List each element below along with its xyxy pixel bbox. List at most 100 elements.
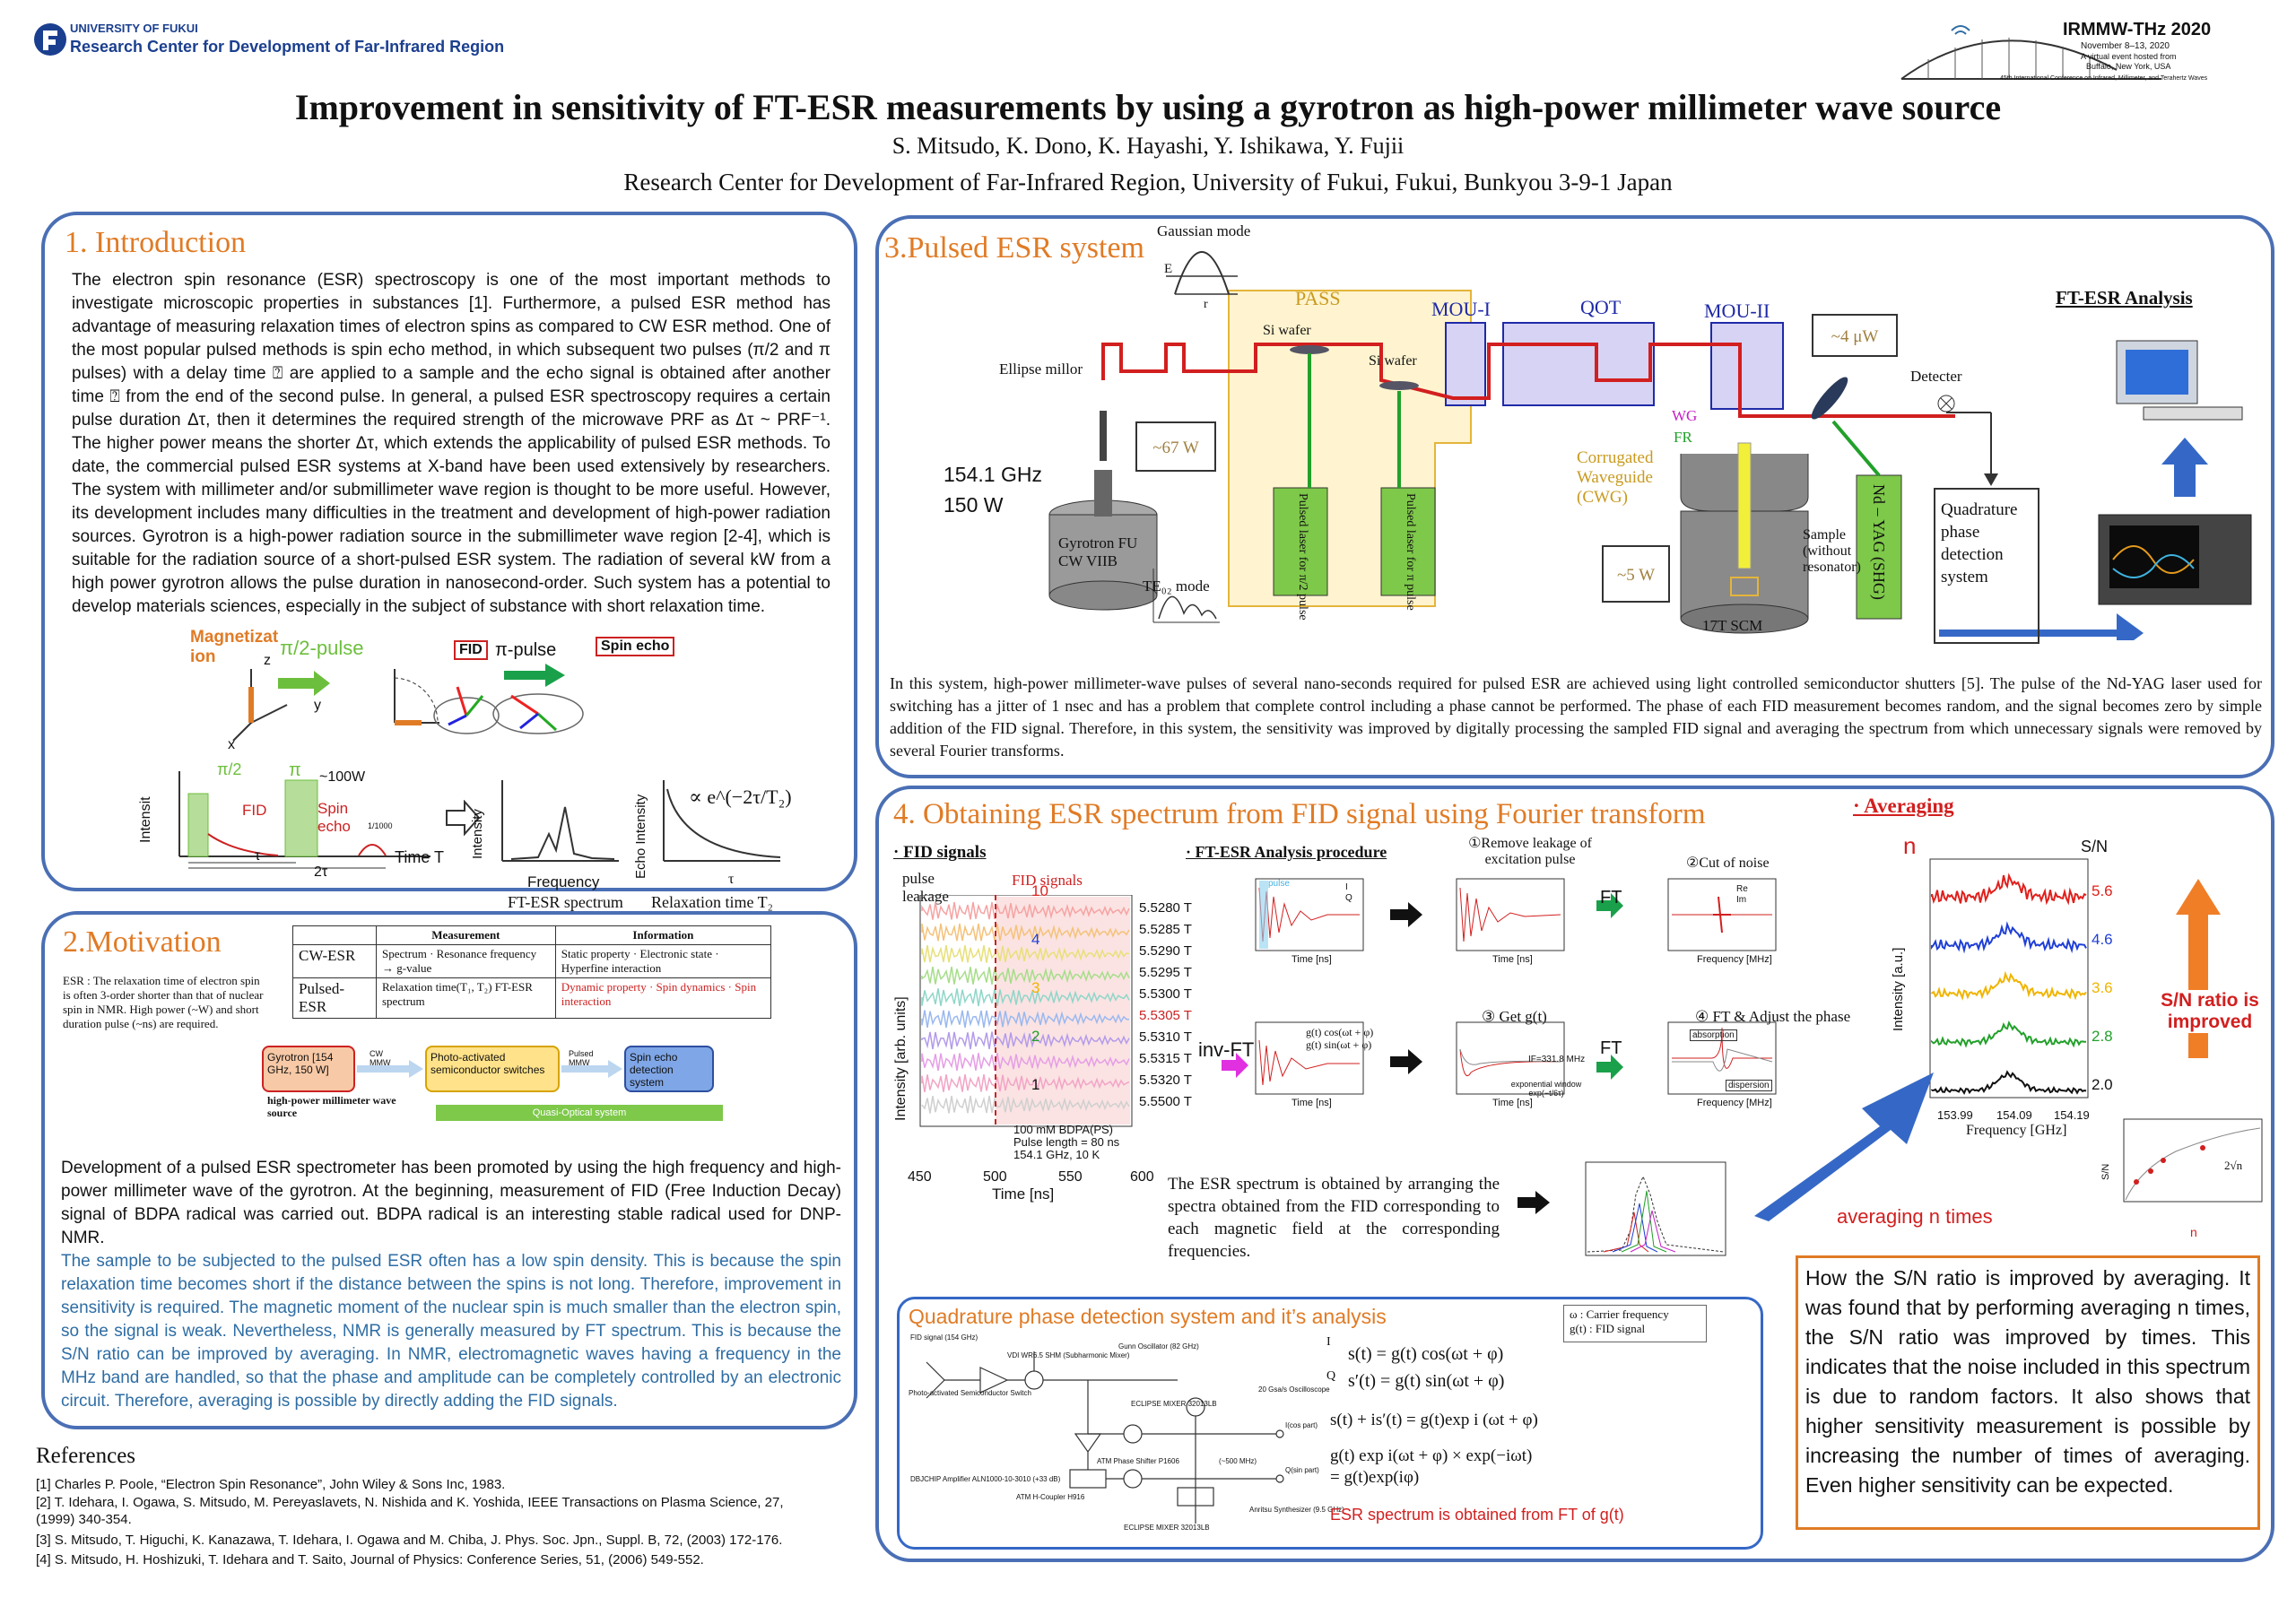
spectrum-trace bbox=[1931, 873, 2087, 906]
conf-name: IRMMW-THz 2020 bbox=[2063, 20, 2212, 39]
mini-time-2: Time [ns] bbox=[1492, 954, 1533, 965]
legend-carrier: ω : Carrier frequency bbox=[1570, 1307, 1669, 1321]
improved-label: S/N ratio is improved bbox=[2151, 990, 2269, 1033]
field-label: 5.5300 T bbox=[1139, 986, 1192, 1002]
motivation-panel: 2.Motivation ESR : The relaxation time o… bbox=[41, 911, 857, 1429]
fid-trace bbox=[921, 966, 1130, 985]
row-name: Pulsed-ESR bbox=[292, 977, 377, 1019]
intensity-label: Intensit bbox=[138, 796, 153, 843]
poster-title: Improvement in sensitivity of FT-ESR mea… bbox=[294, 87, 2002, 127]
circuit-label: ATM H-Coupler H916 bbox=[1016, 1493, 1085, 1501]
power-label: ~100W bbox=[319, 769, 366, 785]
avg-xlabel: Frequency [GHz] bbox=[1966, 1123, 2067, 1138]
fid-trace bbox=[921, 923, 1130, 942]
fid-trace bbox=[921, 1053, 1130, 1072]
r-axis-label: r bbox=[1204, 298, 1208, 311]
sn-value: 3.6 bbox=[2092, 979, 2113, 996]
field-label: 5.5320 T bbox=[1139, 1073, 1192, 1088]
quadrature-result: ESR spectrum is obtained from FT of g(t) bbox=[1330, 1506, 1624, 1524]
obtaining-panel: 4. Obtaining ESR spectrum from FID signa… bbox=[875, 786, 2274, 1562]
fr-label: FR bbox=[1674, 429, 1692, 446]
small-x-label: n bbox=[2190, 1225, 2197, 1239]
conf-dates: November 8–13, 2020 bbox=[2081, 41, 2170, 51]
n-label: 1 bbox=[1031, 1076, 1040, 1093]
avg-n-times-label: averaging n times bbox=[1837, 1205, 1993, 1228]
conf-line3: Buffalo, New York, USA bbox=[2086, 62, 2171, 71]
sample-label: Sample (without resonator) bbox=[1803, 527, 1861, 575]
intro-panel: 1. Introduction The electron spin resona… bbox=[41, 212, 857, 911]
pulse-length: Pulse length = 80 ns bbox=[1013, 1135, 1120, 1149]
table-row: Pulsed-ESR Relaxation time(T₁, T₂) FT-ES… bbox=[292, 977, 772, 1019]
flow-quasi: Quasi-Optical system bbox=[436, 1105, 723, 1121]
fid-signals-heading: · FID signals bbox=[893, 843, 987, 862]
fid-ylabel: Intensity [arb. units] bbox=[893, 996, 909, 1121]
spectrum-trace bbox=[1931, 970, 2087, 1001]
reference-item: [4] S. Mitsudo, H. Hoshizuki, T. Idehara… bbox=[36, 1552, 704, 1568]
mini-freq-1: Frequency [MHz] bbox=[1697, 954, 1772, 965]
mini-gcos: g(t) cos(ωt + φ) bbox=[1306, 1026, 1374, 1038]
avg-big-arrow bbox=[1745, 1064, 1943, 1225]
gyrotron-label: Gyrotron FU CW VIIB bbox=[1058, 534, 1138, 569]
flow-gyrotron: Gyrotron [154 GHz, 150 W] bbox=[262, 1046, 355, 1092]
row-name: CW-ESR bbox=[292, 944, 377, 978]
field-label: 5.5295 T bbox=[1139, 965, 1192, 980]
p4-box: ~4 μW bbox=[1812, 314, 1898, 357]
esr-setup-diagram bbox=[879, 219, 2278, 653]
col-measurement: Measurement bbox=[376, 925, 556, 945]
sn-value: 2.8 bbox=[2092, 1028, 2113, 1045]
spin-echo-label: Spin echo bbox=[596, 637, 675, 656]
field-label: 5.5500 T bbox=[1139, 1094, 1192, 1109]
ellipse-mirror-label: Ellipse millor bbox=[999, 360, 1083, 378]
frequency-label: Frequency bbox=[527, 873, 600, 890]
eq-i: I bbox=[1326, 1335, 1331, 1349]
field-label: 5.5290 T bbox=[1139, 943, 1192, 959]
gaussian-label: Gaussian mode bbox=[1157, 222, 1251, 239]
ft-label-2: FT bbox=[1600, 1038, 1622, 1058]
mini-re: Re bbox=[1736, 884, 1748, 894]
reference-item: [3] S. Mitsudo, T. Higuchi, K. Kanazawa,… bbox=[36, 1533, 783, 1548]
spin-echo-label-2: Spin echo bbox=[317, 800, 351, 835]
small-y-label: S/N bbox=[2100, 1163, 2111, 1180]
laser1-label: Pulsed laser for π/2 pulse bbox=[1296, 493, 1309, 621]
si-wafer-1: Si wafer bbox=[1263, 323, 1311, 338]
ftesr-label: FT-ESR spectrum bbox=[508, 893, 623, 911]
pulsed-heading: 3.Pulsed ESR system bbox=[884, 231, 1144, 265]
n-label: 4 bbox=[1031, 931, 1040, 948]
row-measurement: Relaxation time(T₁, T₂) FT-ESR spectrum bbox=[376, 977, 556, 1019]
tau-label-2: τ bbox=[728, 872, 735, 887]
avg-n-label: n bbox=[1903, 832, 1917, 859]
fid-label-2: FID bbox=[242, 802, 267, 819]
axis-y: y bbox=[314, 698, 321, 713]
fid-signal-plot bbox=[918, 894, 1134, 1137]
quadrature-panel: Quadrature phase detection system and it… bbox=[897, 1297, 1763, 1550]
flow-arrows bbox=[355, 1058, 624, 1080]
si-wafer-2: Si wafer bbox=[1369, 353, 1417, 369]
references-heading: References bbox=[36, 1444, 136, 1468]
magnetization-label: Magnetizat ion bbox=[190, 628, 279, 666]
avg-ylabel: Intensity [a.u.] bbox=[1891, 947, 1906, 1031]
obtaining-heading: 4. Obtaining ESR spectrum from FID signa… bbox=[893, 798, 1706, 830]
circuit-label: Q(sin part) bbox=[1285, 1466, 1319, 1474]
affiliation: Research Center for Development of Far-I… bbox=[623, 169, 1673, 195]
mini-absorption: absorption bbox=[1690, 1029, 1737, 1041]
conditions: 154.1 GHz, 10 K bbox=[1013, 1148, 1100, 1161]
mini-im: Im bbox=[1736, 895, 1747, 905]
field-label: 5.5285 T bbox=[1139, 922, 1192, 937]
mini-gsin: g(t) sin(ωt + φ) bbox=[1306, 1038, 1372, 1051]
field-label: 5.5305 T bbox=[1139, 1008, 1192, 1023]
ftesr-spectrum-plot bbox=[484, 771, 628, 879]
mini-i: I bbox=[1345, 882, 1348, 892]
e-axis-label: E bbox=[1164, 262, 1173, 276]
laser2-label: Pulsed laser for π pulse bbox=[1404, 493, 1417, 611]
n-label: 2 bbox=[1031, 1028, 1040, 1045]
axis-x: x bbox=[228, 737, 235, 752]
circuit-label: VDI WR6.5 SHM (Subharmonic Mixer) bbox=[1007, 1351, 1130, 1359]
mini-expwin: exponential window exp(−t/6τ) bbox=[1510, 1080, 1582, 1098]
n-label: 10 bbox=[1031, 882, 1048, 899]
reference-item: [2] T. Idehara, I. Ogawa, S. Mitsudo, M.… bbox=[36, 1495, 784, 1527]
esr-spectrum-arrow bbox=[1516, 1189, 1552, 1216]
sample-note: 100 mM BDPA(PS) bbox=[1013, 1123, 1114, 1136]
fid-trace bbox=[921, 1010, 1130, 1029]
ndyag-label: Nd – YAG (SHG) bbox=[1870, 484, 1888, 600]
